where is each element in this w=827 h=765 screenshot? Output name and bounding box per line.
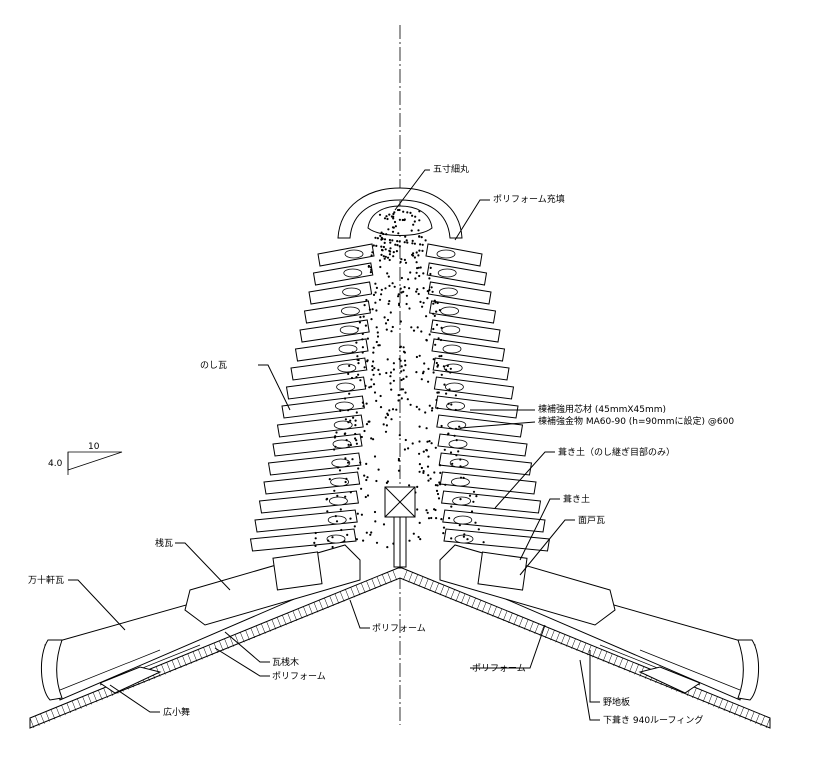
mendo-tiles — [272, 551, 528, 591]
label-mendo-gawara: 面戸瓦 — [578, 515, 605, 526]
label-core-material: 棟補強用芯材 (45mmX45mm) — [538, 403, 666, 415]
label-polyfoam-right: ポリフォーム — [472, 663, 526, 674]
label-nojiita: 野地板 — [603, 696, 630, 708]
label-polyfoam-center: ポリフォーム — [372, 623, 426, 634]
slope-rise: 4.0 — [48, 459, 63, 469]
roof-deck — [29, 567, 771, 729]
leader-lines — [68, 169, 600, 721]
label-hiro-komai: 広小舞 — [163, 706, 190, 718]
label-hardware: 棟補強金物 MA60-90 (h=90mmに設定) @600 — [538, 415, 734, 427]
label-gawara-sangi: 瓦桟木 — [272, 656, 299, 668]
label-fukitsuchi: 葺き土 — [563, 493, 590, 505]
slope-run: 10 — [88, 442, 100, 452]
label-manju-noki: 万十軒瓦 — [28, 574, 64, 586]
label-fukitsuchi-noshi: 葺き土（のし継ぎ目部のみ） — [558, 446, 675, 458]
label-sode-gawara: 桟瓦 — [155, 537, 173, 549]
core-material-box — [384, 486, 416, 568]
label-polyfoam-left: ポリフォーム — [272, 671, 326, 682]
label-polyfoam-fill: ポリフォーム充填 — [493, 193, 565, 205]
noshi-tiles-left — [249, 243, 375, 552]
gosun-maru-cap — [337, 187, 463, 239]
label-noshi-gawara: のし瓦 — [200, 360, 227, 371]
noshi-tiles-right — [425, 243, 551, 552]
hiro-komai — [98, 666, 702, 694]
polyfoam-fill — [313, 208, 485, 549]
label-gosun-maru: 五寸細丸 — [433, 163, 469, 175]
slope-indicator: 10 4.0 — [48, 442, 123, 475]
label-shitabuki: 下葺き 940ルーフィング — [603, 714, 703, 726]
